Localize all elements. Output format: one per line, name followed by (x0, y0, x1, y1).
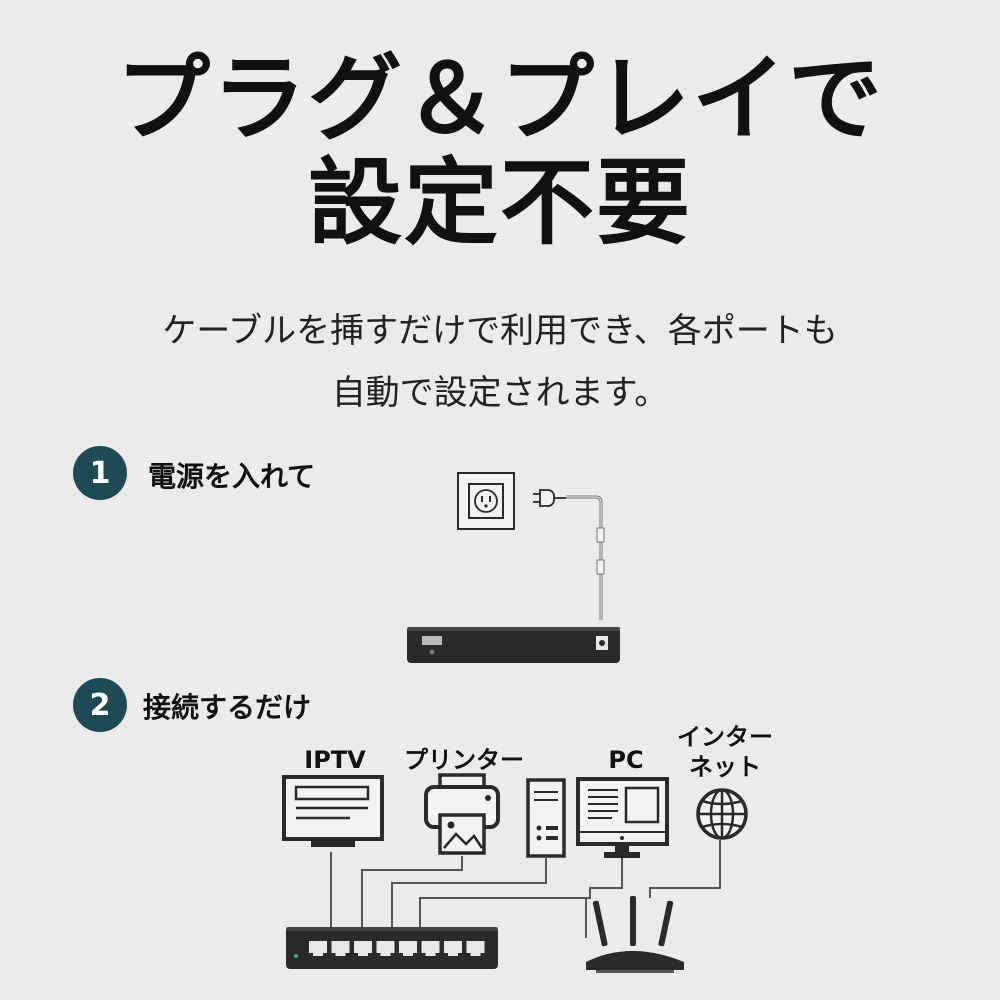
step-2-label: 接続するだけ (143, 691, 312, 724)
step-2-badge: 2 (73, 678, 127, 732)
switch-port-1 (309, 941, 327, 956)
power-outlet-icon (457, 472, 515, 530)
iptv-label: IPTV (304, 746, 366, 774)
globe-icon (696, 788, 748, 840)
step-1-label: 電源を入れて (148, 460, 316, 493)
printer-icon (424, 773, 500, 855)
page-title-line-2: 設定不要 (307, 149, 692, 258)
switch-port-2 (331, 941, 350, 956)
switch-port-4 (376, 941, 395, 956)
printer-label: プリンター (404, 746, 524, 774)
iptv-icon (282, 775, 384, 847)
power-cable (566, 495, 605, 620)
page-subtitle-line-2: 自動で設定されます。 (331, 373, 669, 413)
switch-port-3 (354, 941, 372, 956)
power-plug-icon (533, 489, 566, 507)
page-title-line-1: プラグ＆プレイで (115, 45, 884, 154)
page-title: プラグ＆プレイで 設定不要 (0, 48, 1000, 256)
switch-ports (309, 941, 485, 956)
pc-tower-icon (526, 778, 566, 858)
switch-port-5 (399, 941, 417, 956)
internet-label-line-1: インター (677, 723, 773, 751)
switch-port-8 (466, 941, 485, 956)
router-icon (586, 896, 684, 973)
network-switch-top-icon (407, 627, 620, 663)
page-subtitle: ケーブルを挿すだけで利用でき、各ポートも 自動で設定されます。 (0, 300, 1000, 424)
network-cables (330, 840, 721, 938)
internet-label: インター ネット (670, 722, 780, 782)
switch-port-6 (421, 941, 440, 956)
pc-monitor-icon (576, 777, 669, 858)
internet-label-line-2: ネット (689, 753, 761, 781)
switch-port-7 (444, 941, 462, 956)
step-1-badge: 1 (73, 446, 127, 500)
pc-label: PC (608, 746, 644, 774)
page-subtitle-line-1: ケーブルを挿すだけで利用でき、各ポートも (162, 311, 838, 351)
